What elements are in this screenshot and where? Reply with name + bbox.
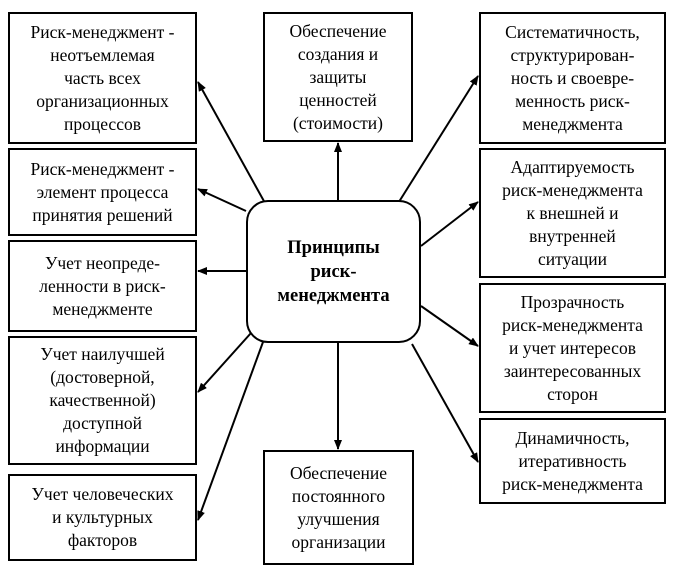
- arrow-to-human-factors: [197, 341, 264, 521]
- arrow-to-adaptability: [420, 201, 479, 247]
- arrow-to-dynamism: [411, 343, 479, 463]
- principle-decision-making: Риск-менеджмент - элемент процесса приня…: [8, 148, 197, 236]
- principle-transparency: Прозрачность риск-менеджмента и учет инт…: [479, 283, 666, 413]
- principle-label: Прозрачность риск-менеджмента и учет инт…: [502, 291, 643, 404]
- principle-label: Динамичность, итеративность риск-менеджм…: [502, 427, 643, 494]
- arrow-to-transparency: [420, 305, 479, 347]
- principle-label: Риск-менеджмент - неотъемлемая часть все…: [30, 21, 175, 134]
- principle-best-information: Учет наилучшей (достоверной, качественно…: [8, 336, 197, 465]
- central-node: Принципы риск- менеджмента: [246, 200, 421, 343]
- principle-label: Учет неопреде- ленности в риск- менеджме…: [39, 252, 166, 319]
- principle-label: Адаптируемость риск-менеджмента к внешне…: [502, 156, 643, 269]
- principle-uncertainty: Учет неопреде- ленности в риск- менеджме…: [8, 240, 197, 332]
- principle-label: Обеспечение создания и защиты ценностей …: [289, 20, 387, 133]
- principle-value-creation: Обеспечение создания и защиты ценностей …: [263, 12, 413, 142]
- principle-label: Обеспечение постоянного улучшения органи…: [289, 462, 388, 552]
- arrow-to-integral-part: [197, 81, 266, 204]
- principle-integral-part: Риск-менеджмент - неотъемлемая часть все…: [8, 12, 197, 144]
- arrow-to-best-information: [197, 332, 252, 393]
- principle-human-factors: Учет человеческих и культурных факторов: [8, 474, 197, 561]
- central-node-label: Принципы риск- менеджмента: [277, 237, 390, 306]
- principle-label: Систематичность, структурирован- ность и…: [505, 21, 640, 134]
- principle-label: Учет наилучшей (достоверной, качественно…: [40, 344, 165, 456]
- principle-label: Учет человеческих и культурных факторов: [31, 484, 174, 550]
- principle-dynamism: Динамичность, итеративность риск-менеджм…: [479, 418, 666, 504]
- arrow-to-systematic: [396, 75, 479, 206]
- principle-systematic: Систематичность, структурирован- ность и…: [479, 12, 666, 144]
- arrow-to-decision-making: [197, 188, 247, 212]
- principle-adaptability: Адаптируемость риск-менеджмента к внешне…: [479, 148, 666, 278]
- principle-improvement: Обеспечение постоянного улучшения органи…: [263, 450, 414, 565]
- principle-label: Риск-менеджмент - элемент процесса приня…: [30, 158, 175, 225]
